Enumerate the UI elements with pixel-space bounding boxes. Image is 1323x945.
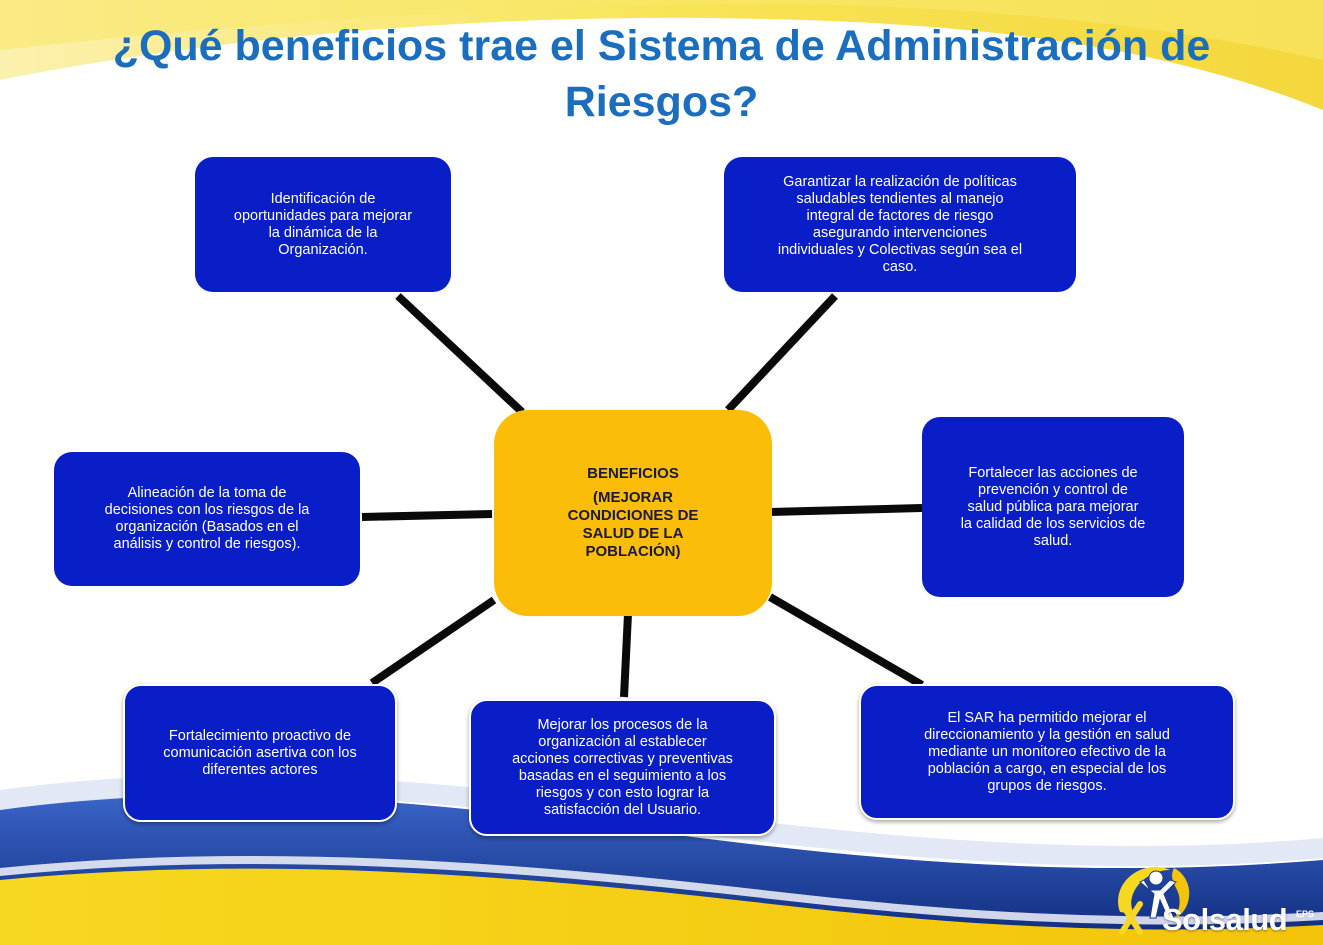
benefit-text-bottom: Mejorar los procesos de la organización … [512, 716, 733, 818]
benefit-box-top-left: Identificación de oportunidades para mej… [195, 157, 451, 292]
person-swoosh-icon [1118, 867, 1190, 935]
benefit-box-bottom-left: Fortalecimiento proactivo de comunicació… [123, 684, 397, 822]
connector-bottom-left [369, 596, 497, 687]
solsalud-logo: Solsalud EPS [1110, 860, 1315, 940]
benefit-text-top-right: Garantizar la realización de políticas s… [777, 173, 1023, 275]
connector-top-right [725, 293, 838, 413]
connector-bottom-right [767, 593, 925, 689]
connector-right [769, 504, 923, 516]
benefit-text-right: Fortalecer las acciones de prevención y … [960, 464, 1146, 549]
benefit-box-bottom: Mejorar los procesos de la organización … [469, 699, 776, 836]
center-heading: BENEFICIOS [587, 465, 679, 482]
page-title: ¿Qué beneficios trae el Sistema de Admin… [112, 22, 1211, 126]
connector-bottom [620, 613, 632, 698]
benefit-box-top-right: Garantizar la realización de políticas s… [724, 157, 1076, 292]
benefit-box-right: Fortalecer las acciones de prevención y … [922, 417, 1184, 597]
center-benefits-box: BENEFICIOS (MEJORAR CONDICIONES DE SALUD… [494, 410, 772, 616]
benefit-text-left: Alineación de la toma de decisiones con … [104, 485, 310, 552]
connector-top-left [395, 293, 525, 415]
benefit-text-bottom-left: Fortalecimiento proactivo de comunicació… [163, 727, 357, 778]
logo-suffix: EPS [1296, 909, 1315, 919]
benefit-box-bottom-right: El SAR ha permitido mejorar el direccion… [859, 684, 1235, 820]
benefit-text-bottom-right: El SAR ha permitido mejorar el direccion… [924, 709, 1170, 794]
logo-name: Solsalud [1162, 902, 1288, 937]
connector-left [361, 510, 493, 521]
benefit-box-left: Alineación de la toma de decisiones con … [54, 452, 360, 586]
center-subheading: (MEJORAR CONDICIONES DE SALUD DE LA POBL… [567, 489, 699, 560]
benefit-text-top-left: Identificación de oportunidades para mej… [233, 190, 413, 258]
